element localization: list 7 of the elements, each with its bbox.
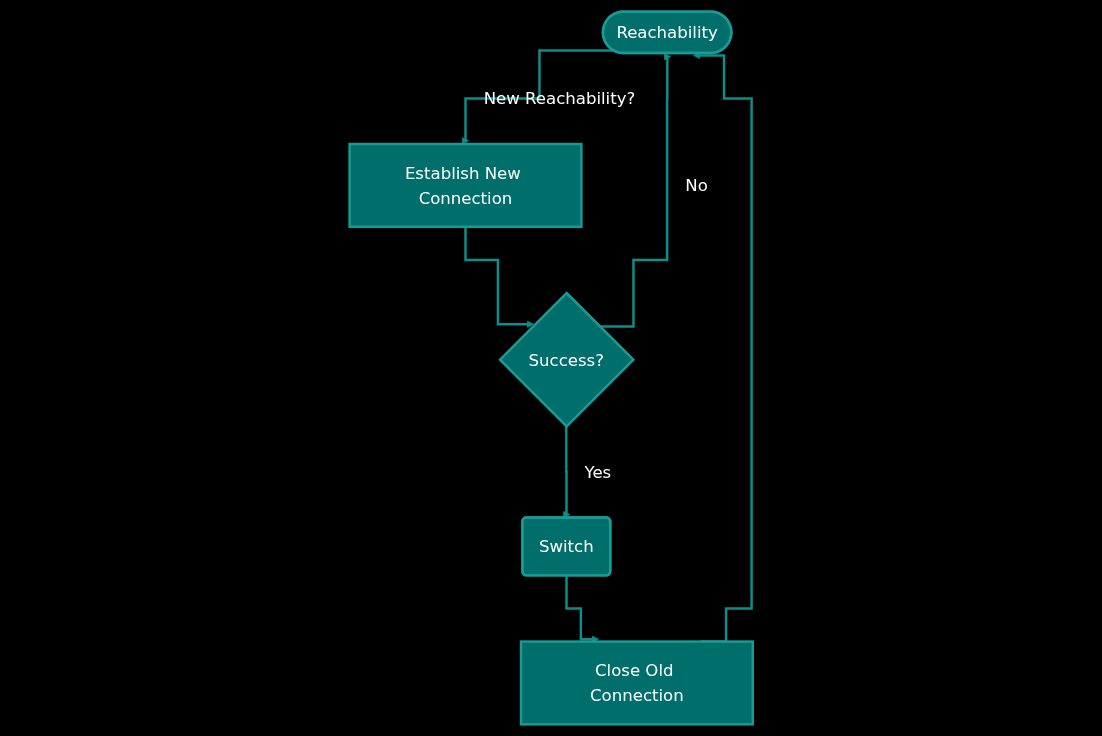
node-box: Close Old Connection — [519, 640, 754, 726]
arrow — [461, 49, 614, 145]
arrow — [599, 53, 671, 328]
node-diamond: Success? — [498, 291, 635, 429]
edge-label: No — [685, 175, 708, 196]
edge-label: Yes — [584, 461, 612, 482]
node-box: Establish New Connection — [348, 142, 583, 229]
